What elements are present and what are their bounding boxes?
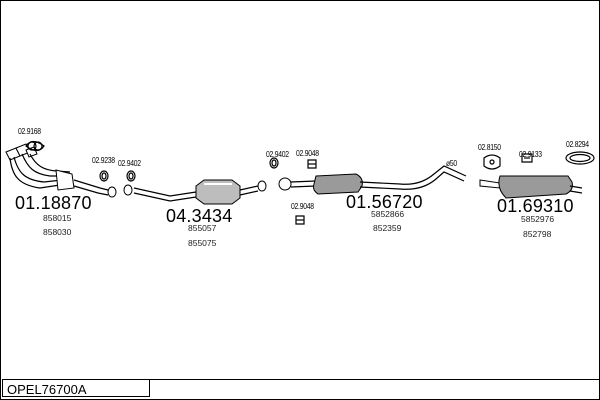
group-main-catalyst: 04.3434 [166, 206, 233, 226]
pipe-diameter-note: ø50 [446, 159, 457, 168]
front-pipe-drawing [5, 143, 133, 198]
group-main-rear-silencer: 01.69310 [497, 196, 574, 216]
clamp-9133-drawing [521, 153, 533, 163]
group-sub-rear-silencer-1: 5852976 [521, 214, 555, 224]
part-label-9402-a: 02.9402 [118, 159, 141, 168]
group-sub-catalyst-1: 855057 [188, 223, 217, 233]
clamp-9238-drawing [99, 170, 109, 182]
part-label-9133: 02.9133 [519, 150, 542, 159]
group-sub-middle-silencer-2: 852359 [373, 223, 402, 233]
part-label-8294: 02.8294 [566, 140, 589, 149]
clamp-9048-b-drawing [295, 215, 305, 225]
part-label-8150: 02.8150 [478, 143, 501, 152]
part-label-9168: 02.9168 [18, 127, 41, 136]
assembly-code-box: OPEL76700A [2, 379, 150, 397]
group-sub-catalyst-2: 855075 [188, 238, 217, 248]
rear-silencer-drawing [479, 175, 583, 199]
part-label-9048-a: 02.9048 [296, 149, 319, 158]
clamp-9048-a-drawing [307, 159, 317, 169]
group-sub-middle-silencer-1: 5852866 [371, 209, 405, 219]
group-sub-front-pipe-2: 858030 [43, 227, 72, 237]
clamp-9402-a-drawing [126, 170, 136, 182]
middle-silencer-drawing [278, 165, 467, 195]
part-label-9402-b: 02.9402 [266, 150, 289, 159]
group-main-middle-silencer: 01.56720 [346, 192, 423, 212]
clamp-9402-b-drawing [269, 157, 279, 169]
hanger-8150-drawing [483, 154, 501, 170]
group-main-front-pipe: 01.18870 [15, 193, 92, 213]
part-label-9238: 02.9238 [92, 156, 115, 165]
part-label-9048-b: 02.9048 [291, 202, 314, 211]
gasket-9168-drawing [25, 140, 45, 152]
catalyst-drawing [133, 179, 267, 205]
group-sub-front-pipe-1: 858015 [43, 213, 72, 223]
group-sub-rear-silencer-2: 852798 [523, 229, 552, 239]
assembly-code: OPEL76700A [7, 382, 87, 397]
gasket-8294-drawing [565, 151, 595, 165]
